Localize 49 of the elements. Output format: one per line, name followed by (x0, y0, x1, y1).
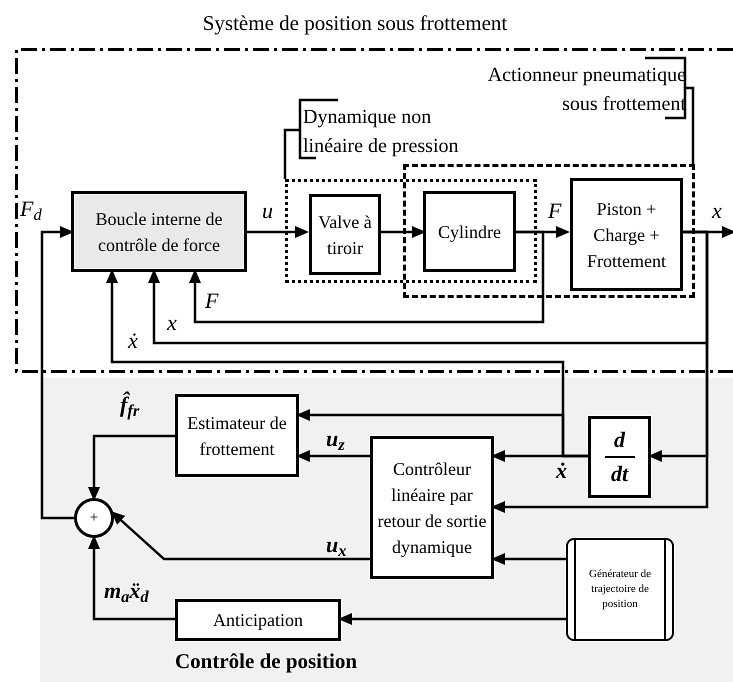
arrow (491, 553, 566, 565)
arrow (88, 434, 175, 501)
block-label: Valve à tiroir (317, 210, 373, 260)
group-title: Actionneur pneumatique sous frottement (486, 63, 686, 117)
group-title: Système de position sous frottement (202, 10, 508, 37)
block-label: Anticipation (213, 609, 303, 632)
arrow (247, 226, 309, 238)
arrow (491, 230, 708, 513)
process-box (309, 194, 381, 275)
fraction-term: d (614, 427, 625, 453)
block-label: Générateur de trajectoire de position (588, 567, 652, 612)
signal-label: u$_{z}$ (326, 428, 345, 450)
signal-label: F (205, 290, 218, 312)
fraction-term: dt (610, 461, 628, 487)
signal-label: u$_{x}$ (326, 534, 346, 556)
signal-label: F (548, 200, 562, 222)
arrow (491, 450, 588, 462)
signal-label: u (262, 200, 273, 222)
arrow (110, 511, 370, 560)
arrow (189, 230, 544, 324)
derivative-block (588, 416, 651, 498)
arrow (88, 535, 175, 620)
block-label: Estimateur de frottement (186, 412, 288, 460)
process-box (423, 191, 516, 272)
arrow (378, 226, 426, 238)
summing-junction (74, 498, 114, 538)
generator-block (566, 538, 674, 641)
block-label: Piston + Charge + Frottement (586, 198, 667, 272)
signal-label: x (712, 200, 722, 222)
process-box (71, 191, 247, 272)
block-label: Boucle interne de contrôle de force (94, 208, 224, 256)
signal-label: m$_{a}$ẍ$_{d}$ (104, 580, 149, 602)
signal-label: ẋ (556, 460, 567, 482)
process-box (570, 178, 683, 291)
group-title: Dynamique non linéaire de pression (303, 105, 460, 159)
process-box (175, 599, 341, 641)
signal-label: F$_{d}$ (20, 198, 42, 220)
shaded-region (40, 378, 733, 682)
process-box (370, 436, 494, 579)
signal-label: x (167, 312, 177, 334)
plus-sign: + (90, 510, 98, 526)
signal-label: ẋ (128, 330, 138, 352)
arrow (40, 226, 74, 520)
block-label: Cylindre (438, 220, 501, 244)
arrow (338, 613, 566, 625)
process-box (175, 394, 299, 477)
block-label: Contrôleur linéaire par retour de sortie dynamique (377, 458, 487, 559)
group-title: Contrôle de position (175, 648, 358, 675)
arrow (296, 450, 370, 462)
